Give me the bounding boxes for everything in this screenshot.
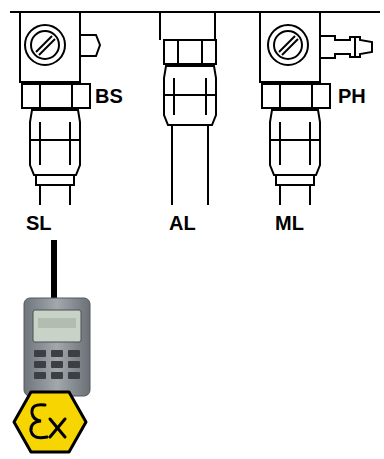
port-label: PH — [338, 86, 366, 106]
port-label: ML — [275, 213, 304, 233]
port-label: BS — [95, 86, 123, 106]
port-label: AL — [169, 213, 196, 233]
port-label: SL — [26, 213, 52, 233]
